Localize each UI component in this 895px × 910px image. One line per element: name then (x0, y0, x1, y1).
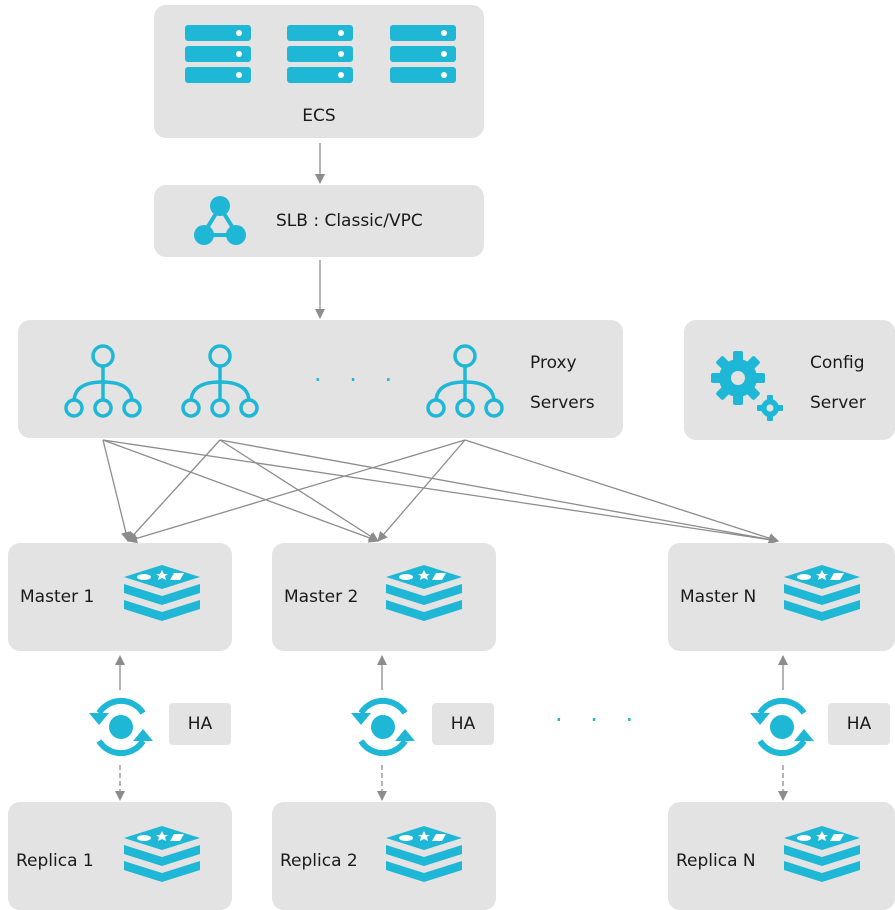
config-label-line2: Server (810, 393, 866, 413)
slb-box: SLB : Classic/VPC (154, 185, 484, 257)
proxy-servers-box: · · · Proxy Servers (18, 320, 623, 438)
ecs-label: ECS (302, 106, 336, 126)
replica-label: Replica 1 (16, 851, 94, 871)
master-box: Master 2 (272, 543, 496, 651)
master-label: Master 1 (20, 587, 95, 607)
config-server-box: Config Server (684, 320, 895, 440)
config-label-line1: Config (810, 353, 865, 373)
ha-label: HA (169, 703, 231, 745)
proxy-tree-icon (426, 344, 504, 418)
replica-box: Replica 1 (8, 802, 232, 910)
redis-stack-icon (386, 565, 462, 621)
replica-label: Replica N (676, 851, 756, 871)
proxy-label-line1: Proxy (530, 353, 577, 373)
replica-label: Replica 2 (280, 851, 358, 871)
master-box: Master 1 (8, 543, 232, 651)
redis-stack-icon (124, 565, 200, 621)
server-rack-icon (185, 25, 251, 83)
failover-cycle-icon (89, 697, 153, 757)
redis-stack-icon (124, 826, 200, 882)
master-box: Master N (668, 543, 895, 651)
replica-box: Replica N (668, 802, 895, 910)
server-rack-icon (390, 25, 456, 83)
load-balancer-icon (194, 196, 246, 245)
redis-stack-icon (386, 826, 462, 882)
slb-label: SLB : Classic/VPC (276, 211, 423, 231)
server-rack-icon (287, 25, 353, 83)
gear-icon (711, 351, 783, 421)
proxy-tree-icon (181, 344, 259, 418)
redis-stack-icon (784, 565, 860, 621)
master-label: Master N (680, 587, 757, 607)
ha-label: HA (432, 703, 494, 745)
shard-ellipsis: · · · (555, 706, 644, 734)
proxy-tree-icon (64, 344, 142, 418)
proxy-label-line2: Servers (530, 393, 595, 413)
ecs-box: ECS (154, 5, 484, 138)
failover-cycle-icon (351, 697, 415, 757)
ha-label: HA (828, 703, 890, 745)
redis-stack-icon (784, 826, 860, 882)
proxy-ellipsis: · · · (314, 366, 403, 394)
failover-cycle-icon (750, 697, 814, 757)
replica-box: Replica 2 (272, 802, 496, 910)
master-label: Master 2 (284, 587, 359, 607)
